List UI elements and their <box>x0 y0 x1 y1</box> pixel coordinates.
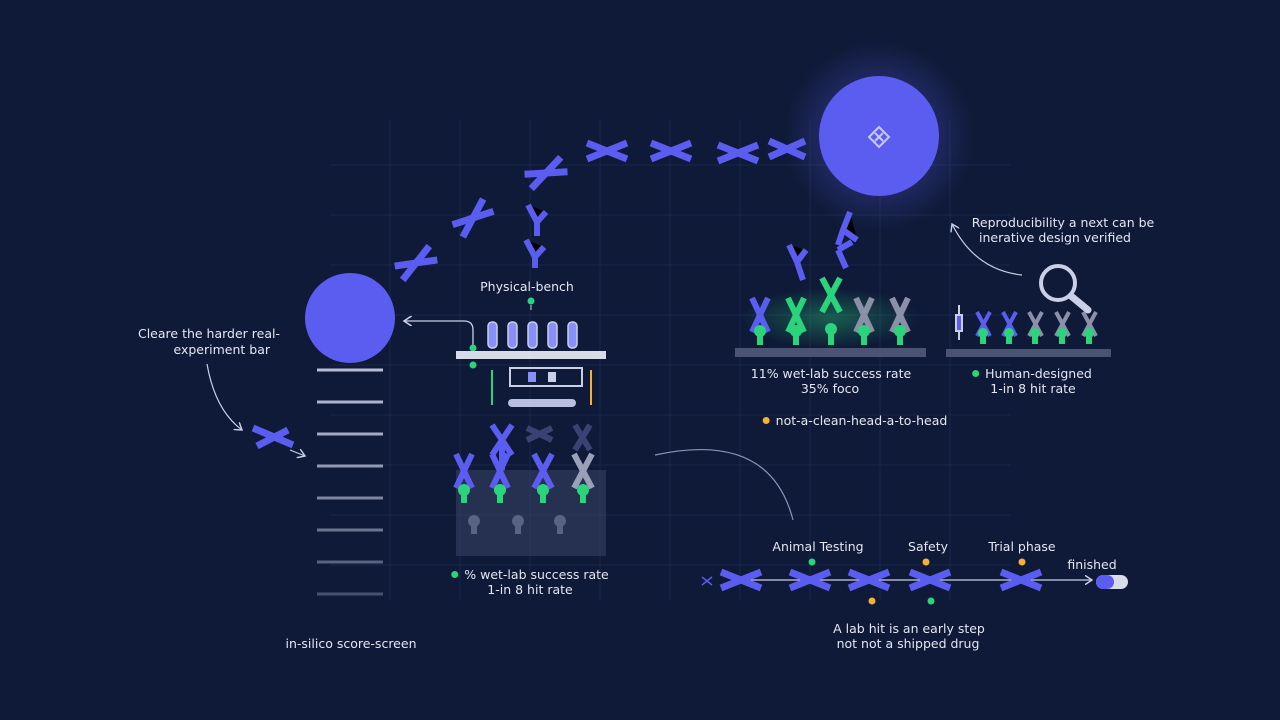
pipette-icon <box>955 305 963 340</box>
ai-stat-line2: 35% foco <box>800 381 860 396</box>
connector-curve <box>654 448 794 521</box>
ai-design-panel <box>735 276 926 357</box>
ladder-top-node <box>305 273 395 363</box>
ladder-callout-line1: Cleare the harder real- <box>137 326 280 341</box>
human-stat-line1: Human-designed <box>972 366 1092 381</box>
ladder-icon <box>315 330 385 630</box>
human-stat-line2: 1-in 8 hit rate <box>990 381 1076 396</box>
ai-caveat: not-a-clean-head-a-to-head <box>762 413 947 428</box>
ai-stat-line1: 11% wet-lab success rate <box>750 366 912 381</box>
callout-arrow <box>206 363 242 430</box>
descending-antibodies <box>523 203 859 281</box>
bench-stat-line1: % wet-lab success rate <box>451 567 609 582</box>
bench-stat-line2: 1-in 8 hit rate <box>487 582 573 597</box>
stage-animal-testing: Animal Testing <box>772 539 864 554</box>
human-stat-dot <box>972 370 980 377</box>
caveat-dot <box>762 417 770 424</box>
human-design-panel <box>946 224 1111 357</box>
reproducibility-line2: inerative design verified <box>979 230 1131 245</box>
diamond-logo-icon <box>867 125 891 149</box>
reproducibility-line1: Reproducibility a next can be <box>971 215 1155 230</box>
pipeline-track <box>701 558 1128 605</box>
climbing-antibody <box>251 424 295 450</box>
stage-safety: Safety <box>908 539 948 554</box>
ladder-bottom-label: in-silico score-screen <box>285 636 417 651</box>
background-grid <box>330 120 1010 600</box>
goal-node <box>784 41 974 231</box>
magnifier-icon <box>1039 264 1092 314</box>
physical-bench <box>404 297 606 556</box>
bench-stat-dot <box>451 571 459 578</box>
toggle-icon <box>1096 575 1128 589</box>
pipeline-note-line2: not not a shipped drug <box>836 636 980 651</box>
antibody-arc <box>394 137 807 283</box>
stage-finished: finished <box>1067 557 1117 572</box>
bench-title: Physical-bench <box>480 279 574 294</box>
stage-trial-phase: Trial phase <box>988 539 1056 554</box>
ladder-callout-line2: experiment bar <box>173 342 270 357</box>
pipeline-note-line1: A lab hit is an early step <box>833 621 985 636</box>
